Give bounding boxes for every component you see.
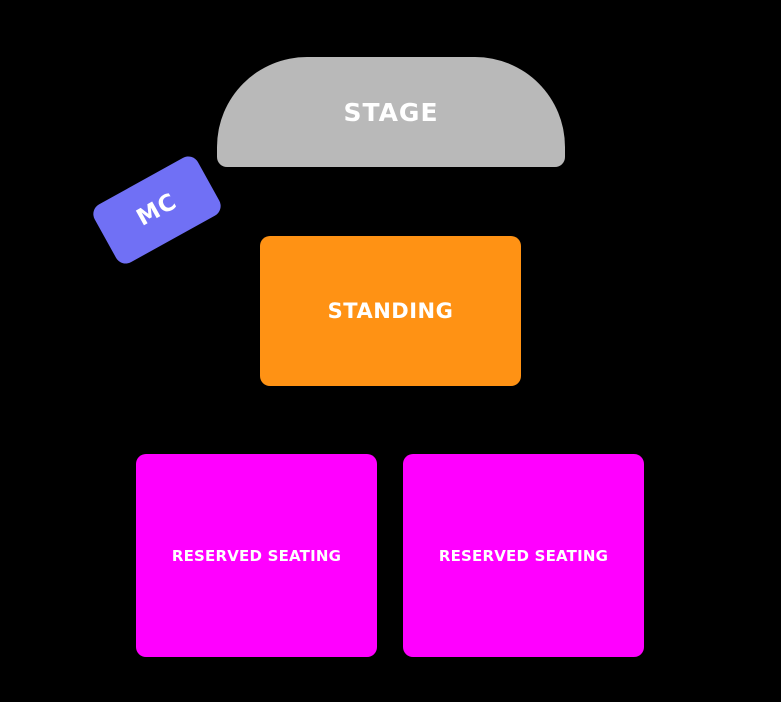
reserved-seating-right-label: RESERVED SEATING bbox=[438, 546, 609, 565]
reserved-seating-right: RESERVED SEATING bbox=[403, 454, 644, 657]
reserved-seating-left-label: RESERVED SEATING bbox=[171, 546, 342, 565]
stage-label: STAGE bbox=[343, 97, 439, 127]
mc-label: MC bbox=[132, 188, 182, 232]
standing-label: STANDING bbox=[327, 299, 454, 323]
reserved-seating-left: RESERVED SEATING bbox=[136, 454, 377, 657]
mc-area: MC bbox=[89, 152, 225, 268]
stage-area: STAGE bbox=[217, 57, 565, 167]
standing-area: STANDING bbox=[260, 236, 521, 386]
